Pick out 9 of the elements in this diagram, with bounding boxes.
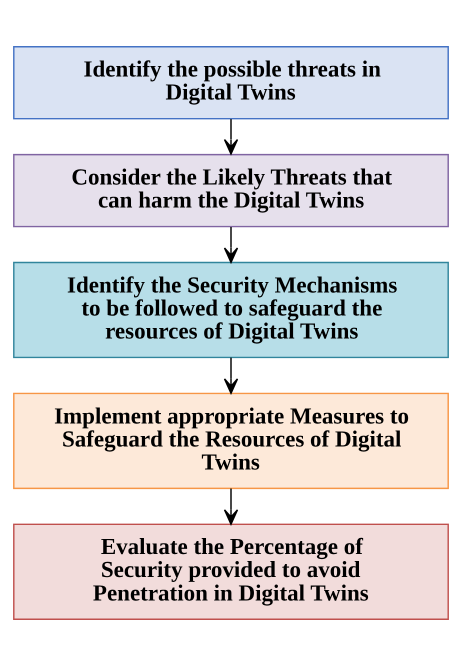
node-box: Implement appropriate Measures to Safeguard the Resources of Digital Twins [13,392,449,489]
arrow [224,118,238,154]
arrow [224,226,238,263]
node-box: Consider the Likely Threats that can harm the Digital Twins [13,153,449,227]
node-box: Identify the possible threats in Digital Twins [13,46,449,119]
node-box: Evaluate the Percentage of Security provided to avoid Penetration in Digital Twins [13,523,449,620]
node-box: Identify the Security Mechanisms to be followed to safeguard the resources of Digital Twins [13,261,449,358]
arrow [224,357,238,394]
arrow [224,488,238,524]
